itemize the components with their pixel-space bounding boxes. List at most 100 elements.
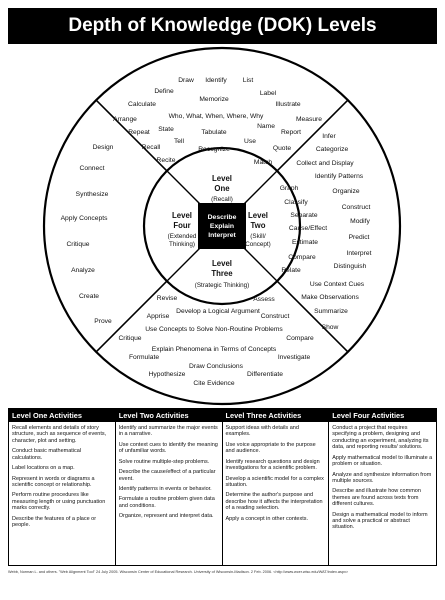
level-one-word: Measure: [296, 116, 322, 123]
level-four-word: Critique: [66, 241, 89, 248]
level-four-word: Create: [79, 293, 99, 300]
level-three-title: Level: [212, 259, 232, 268]
level-two-word: Organize: [332, 188, 359, 195]
level-three-word: Revise: [157, 295, 178, 302]
level-two-word: Compare: [288, 254, 316, 261]
activity-item: Identify research questions and design i…: [225, 458, 320, 472]
level-three-word: Differentiate: [247, 371, 283, 378]
level-one-word: Calculate: [128, 101, 156, 108]
level-two-subtitle: (Skill/: [250, 233, 266, 240]
level-four-column: Level Four Activities Conduct a project …: [329, 409, 436, 565]
activity-item: Describe the cause/effect of a particula…: [118, 469, 216, 482]
level-three-subtitle: (Strategic Thinking): [195, 282, 249, 289]
level-two-word: Predict: [349, 234, 370, 241]
level-three-word: Critique: [118, 335, 141, 342]
level-four-word: Prove: [94, 318, 112, 325]
activity-item: Organize, represent and interpret data.: [118, 513, 214, 520]
level-three-word: Hypothesize: [149, 371, 186, 378]
level-one-title: Level: [212, 174, 232, 183]
inner-divider-4: [166, 247, 201, 282]
level-two-word: Relate: [281, 267, 301, 274]
level-one-word: Define: [154, 88, 174, 95]
level-four-word: Apply Concepts: [61, 215, 108, 222]
activity-item: Apply a concept in other contexts.: [225, 515, 309, 522]
citation: Webb, Norman L. and others. "Web Alignme…: [8, 570, 349, 574]
inner-divider-2: [243, 170, 278, 205]
level-one-word: Repeat: [128, 129, 150, 136]
level-one-word: Tell: [174, 138, 185, 145]
level-two-word: Construct: [342, 204, 371, 211]
level-two-word: Show: [322, 324, 339, 331]
activity-item: Design a mathematical model to inform an…: [332, 511, 428, 531]
level-one-word: Identify: [205, 77, 227, 84]
level-one-column: Level One Activities Recall elements and…: [9, 409, 116, 565]
level-four-header: Level Four Activities: [329, 409, 436, 422]
activity-item: Recall elements and details of story str…: [12, 425, 107, 444]
level-two-word: Collect and Display: [296, 160, 354, 167]
activity-item: Use voice appropriate to the purpose and…: [225, 441, 316, 455]
level-two-word: Use Context Cues: [310, 281, 365, 288]
divider-bottom-right: [276, 280, 349, 353]
level-two-word: Graph: [280, 185, 299, 192]
level-one-word: Quote: [273, 145, 291, 152]
center-word: Describe: [208, 214, 237, 221]
level-two-subtitle: Concept): [245, 241, 271, 248]
level-two-title: Two: [250, 221, 265, 230]
level-three-word: Draw Conclusions: [189, 363, 244, 370]
level-four-items: Conduct a project that requires specifyi…: [329, 422, 436, 535]
level-one-word: Arrange: [113, 116, 137, 123]
level-four-word: Design: [93, 144, 114, 151]
level-one-word: Illustrate: [275, 101, 301, 108]
level-two-word: Cause/Effect: [289, 225, 327, 232]
level-three-column: Level Three Activities Support ideas wit…: [222, 409, 330, 565]
divider-top-left: [95, 99, 168, 172]
level-one-word: Memorize: [199, 96, 229, 103]
level-one-title: One: [214, 184, 230, 193]
activity-item: Use context cues to identify the meaning…: [118, 441, 218, 455]
level-two-header: Level Two Activities: [115, 409, 222, 422]
level-three-word: Compare: [286, 335, 314, 342]
center-word: Explain: [210, 223, 234, 230]
level-one-header: Level One Activities: [9, 409, 115, 422]
level-three-word: Explain Phenomena in Terms of Concepts: [152, 346, 277, 353]
level-four-word: Synthesize: [76, 191, 109, 198]
level-one-word: Tabulate: [201, 129, 227, 136]
activity-item: Perform routine procedures like measurin…: [12, 492, 106, 512]
level-two-word: Make Observations: [301, 294, 359, 301]
level-one-word: Report: [281, 129, 301, 136]
level-three-word: Apprise: [147, 313, 170, 320]
level-two-word: Estimate: [292, 239, 318, 246]
activity-item: Solve routine multiple-step problems.: [118, 458, 210, 465]
activity-item: Formulate a routine problem given data a…: [118, 496, 215, 509]
level-three-word: Cite Evidence: [193, 380, 235, 387]
page-title: Depth of Knowledge (DOK) Levels: [8, 8, 437, 44]
level-two-title: Level: [248, 211, 268, 220]
level-two-column: Level Two Activities Identify and summar…: [115, 409, 223, 565]
level-one-word: Recall: [142, 144, 161, 151]
level-three-title: Three: [211, 269, 233, 278]
activity-item: Support ideas with details and examples.: [225, 425, 299, 438]
activity-item: Apply mathematical model to illuminate a…: [332, 454, 433, 468]
activity-item: Describe and illustrate how common theme…: [332, 488, 421, 508]
level-one-word: Use: [244, 138, 256, 145]
level-three-word: Develop a Logical Argument: [176, 308, 260, 315]
center-box: [198, 203, 246, 249]
level-two-word: Classify: [284, 199, 308, 206]
level-three-word: Investigate: [278, 354, 311, 361]
level-three-word: Formulate: [129, 354, 159, 361]
level-two-word: Interpret: [347, 250, 372, 257]
level-one-word: List: [243, 77, 254, 84]
level-one-word: Who, What, When, Where, Why: [169, 113, 264, 120]
level-one-subtitle: (Recall): [211, 196, 233, 203]
level-two-word: Separate: [290, 212, 317, 219]
level-two-word: Infer: [322, 133, 336, 140]
activity-item: Conduct a project that requires specifyi…: [332, 425, 429, 451]
activity-item: Conduct basic mathematical calculations.: [12, 448, 82, 461]
level-one-word: Recognize: [198, 146, 230, 153]
level-three-word: Use Concepts to Solve Non-Routine Proble…: [145, 326, 283, 333]
activity-item: Determine the author's purpose and descr…: [225, 492, 323, 512]
level-four-title: Level: [172, 211, 192, 220]
level-two-word: Distinguish: [334, 263, 367, 270]
level-four-word: Analyze: [71, 267, 95, 274]
activity-item: Develop a scientific model for a complex…: [225, 475, 324, 488]
